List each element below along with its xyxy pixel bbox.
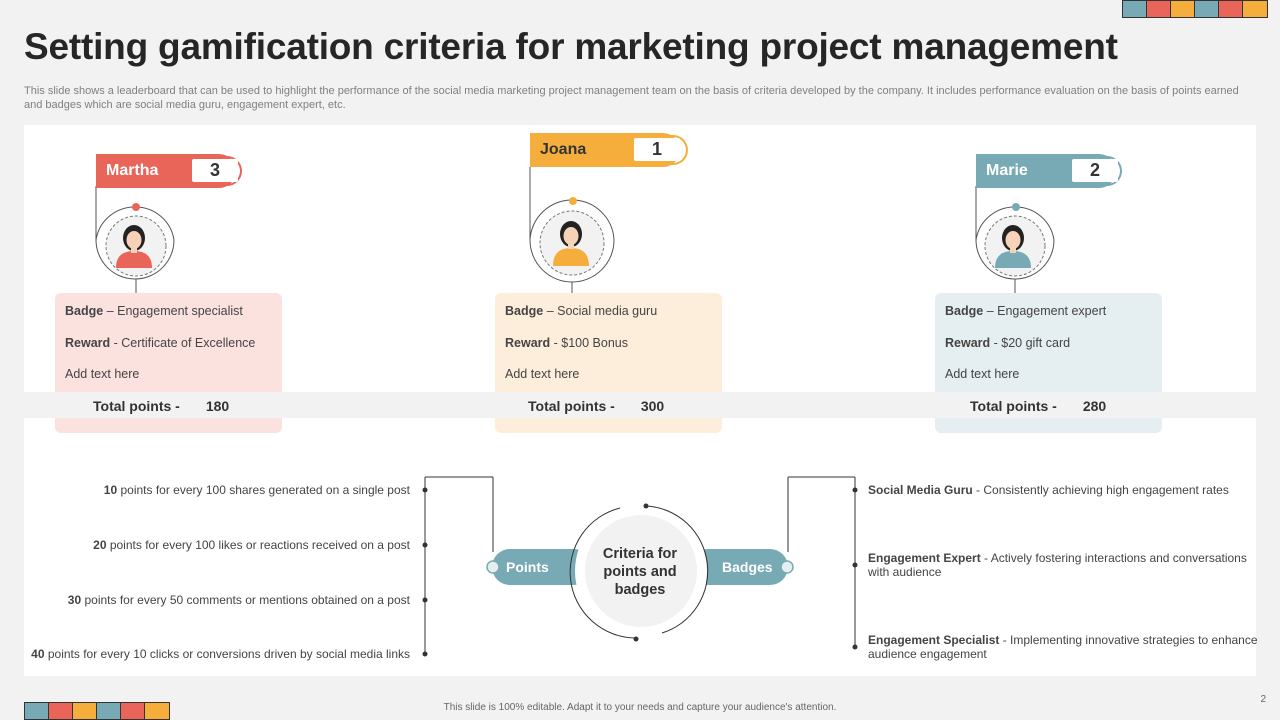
total-points-martha: Total points - 180 <box>93 398 229 414</box>
badge-name: Social Media Guru <box>868 483 973 497</box>
total-points-marie: Total points - 280 <box>970 398 1106 414</box>
total-points-band <box>24 392 1256 418</box>
badge-label: Badge <box>505 304 544 318</box>
points-number: 10 <box>103 483 118 497</box>
reward-label: Reward <box>945 335 991 350</box>
total-label: Total points - <box>970 398 1057 414</box>
total-value: 280 <box>1082 398 1107 414</box>
badge-text: - Consistently achieving high engagement… <box>972 483 1229 497</box>
reward-label: Reward <box>65 335 111 350</box>
leader-name: Martha <box>106 162 159 179</box>
badge-label: Badge <box>65 304 104 318</box>
footer-note: This slide is 100% editable. Adapt it to… <box>443 702 837 713</box>
rank-badge: 1 <box>634 138 680 161</box>
total-points-joana: Total points - 300 <box>528 398 664 414</box>
total-value: 300 <box>640 398 665 414</box>
badge-criterion-3: Engagement Specialist - Implementing inn… <box>868 633 1258 661</box>
card-note: Add text here <box>65 367 140 381</box>
criteria-center <box>569 503 709 642</box>
badge-label: Badge <box>945 304 984 318</box>
card-note: Add text here <box>945 367 1020 381</box>
badge-value: – Social media guru <box>546 304 658 318</box>
badges-connectors <box>787 476 858 650</box>
points-connectors <box>422 476 494 657</box>
leader-name: Joana <box>540 141 587 158</box>
badge-value: – Engagement specialist <box>106 304 243 318</box>
card-note: Add text here <box>505 367 580 381</box>
rank-badge: 3 <box>192 159 238 182</box>
page-title: Setting gamification criteria for market… <box>24 26 1118 67</box>
points-criterion-3: 30 points for every 50 comments or menti… <box>68 593 410 607</box>
badges-pill <box>690 549 788 585</box>
name-tag-joana: Joana 1 <box>530 133 690 167</box>
leader-name: Marie <box>986 162 1028 179</box>
reward-value: - $100 Bonus <box>553 335 628 350</box>
reward-value: - $20 gift card <box>993 335 1071 350</box>
avatar-joana <box>529 167 615 293</box>
avatar-martha <box>95 186 175 293</box>
avatar-marie <box>975 186 1055 293</box>
total-label: Total points - <box>93 398 180 414</box>
badge-text: - Actively fostering interactions and co… <box>868 551 1247 579</box>
total-value: 180 <box>205 398 230 414</box>
points-pill-label: Points <box>506 559 549 575</box>
points-criterion-1: 10 points for every 100 shares generated… <box>104 483 410 497</box>
name-tag-marie: Marie 2 <box>976 154 1126 188</box>
reward-value: - Certificate of Excellence <box>113 335 256 350</box>
total-label: Total points - <box>528 398 615 414</box>
badge-criterion-1: Social Media Guru - Consistently achievi… <box>868 483 1258 497</box>
reward-label: Reward <box>505 335 551 350</box>
points-criterion-4: 40 points for every 10 clicks or convers… <box>31 647 410 661</box>
points-text: points for every 50 comments or mentions… <box>81 593 410 607</box>
name-tag-martha: Martha 3 <box>96 154 246 188</box>
points-criterion-2: 20 points for every 100 likes or reactio… <box>93 538 410 552</box>
rank-badge: 2 <box>1072 159 1118 182</box>
points-number: 40 <box>31 647 45 661</box>
badge-text: - Implementing innovative strategies to … <box>868 633 1258 661</box>
top-color-strip <box>1122 0 1268 18</box>
points-text: points for every 100 shares generated on… <box>117 483 410 497</box>
badge-name: Engagement Specialist <box>868 633 1000 647</box>
badge-criterion-2: Engagement Expert - Actively fostering i… <box>868 551 1258 579</box>
page-subtitle: This slide shows a leaderboard that can … <box>24 85 1239 111</box>
points-text: points for every 100 likes or reactions … <box>106 538 410 552</box>
badge-value: – Engagement expert <box>986 304 1107 318</box>
points-pill <box>492 549 592 585</box>
badges-pill-label: Badges <box>722 559 773 575</box>
points-number: 30 <box>67 593 82 607</box>
badge-name: Engagement Expert <box>868 551 981 565</box>
points-number: 20 <box>93 538 107 552</box>
points-text: points for every 10 clicks or conversion… <box>44 647 410 661</box>
criteria-center-label: Criteria for points and badges <box>602 546 678 598</box>
page-number: 2 <box>1260 694 1266 705</box>
